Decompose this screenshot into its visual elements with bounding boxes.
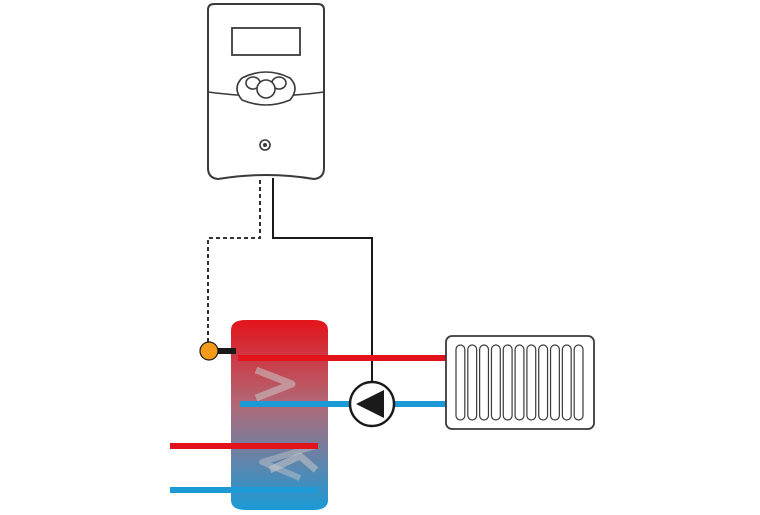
sensor-cable	[207, 180, 261, 342]
controller-icon	[207, 3, 325, 181]
center-button[interactable]	[256, 79, 276, 99]
lower-coil-inlet	[259, 443, 317, 481]
radiator-fin	[479, 344, 490, 421]
pump-direction-arrow	[356, 390, 384, 418]
circulation-pump-icon	[348, 380, 396, 428]
radiator-icon	[445, 335, 595, 430]
radiator-fin	[549, 344, 560, 421]
tank-body	[231, 320, 328, 510]
temperature-sensor-icon	[199, 341, 236, 361]
radiator-fins	[455, 344, 584, 421]
radiator-fin	[467, 344, 478, 421]
radiator-fin	[514, 344, 525, 421]
pump-cable	[272, 178, 373, 384]
radiator-fin	[490, 344, 501, 421]
button-cluster-icon[interactable]	[236, 71, 296, 106]
display-icon	[231, 27, 301, 56]
indicator-led-icon	[259, 139, 271, 151]
storage-tank-icon	[231, 320, 328, 510]
radiator-fin	[561, 344, 572, 421]
sensor-probe	[214, 348, 236, 354]
radiator-fin	[502, 344, 513, 421]
lower-coil	[268, 452, 319, 474]
radiator-fin	[573, 344, 584, 421]
radiator-fin	[526, 344, 537, 421]
radiator-fin	[538, 344, 549, 421]
radiator-fin	[455, 344, 466, 421]
upper-coil	[254, 366, 296, 402]
sensor-head	[199, 341, 219, 361]
